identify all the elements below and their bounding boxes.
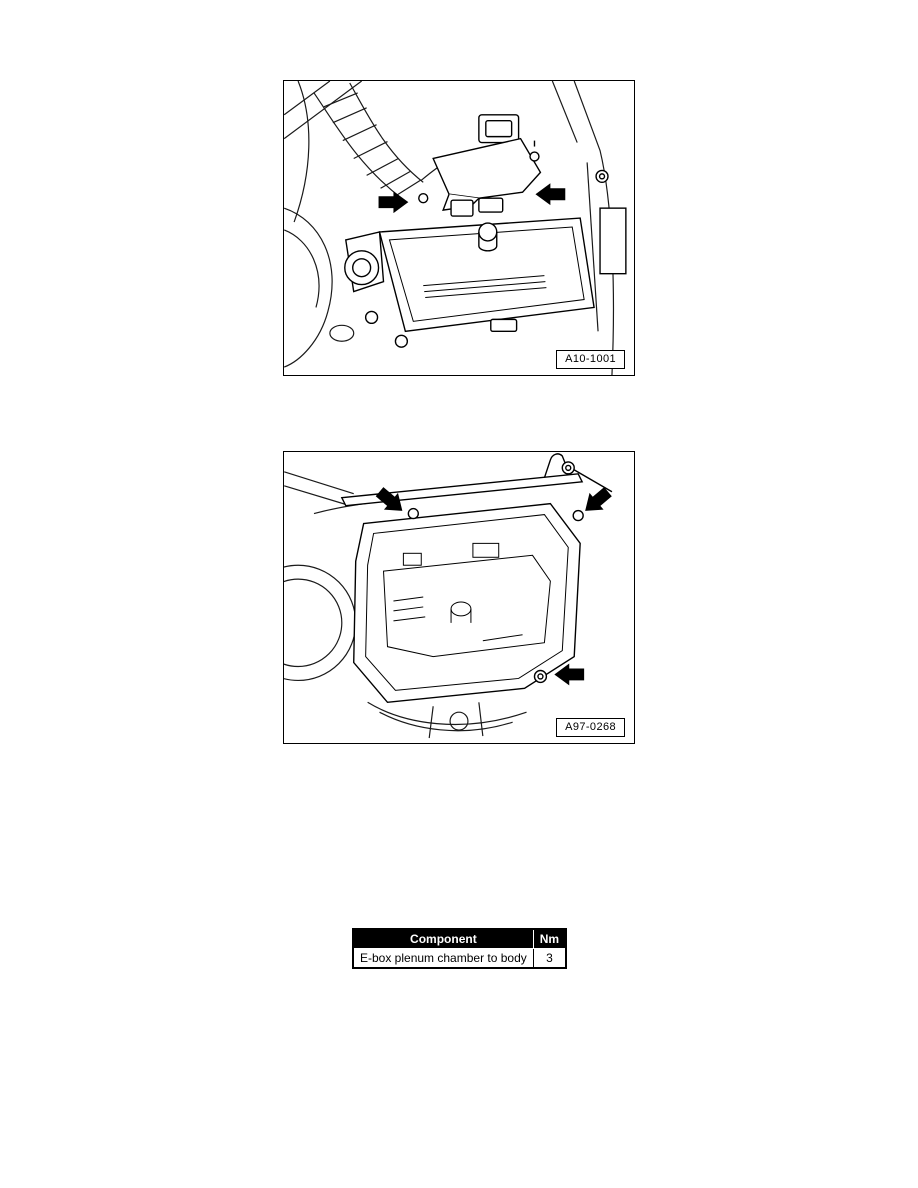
figure-2-drawing — [284, 453, 613, 739]
grommets-and-bolts — [344, 222, 518, 348]
mounting-bolts — [407, 507, 584, 684]
figure-1-drawing — [284, 81, 627, 375]
connector-bracket — [432, 137, 542, 217]
torque-table-header-component: Component — [352, 928, 534, 949]
cover-vent-slots — [423, 275, 547, 299]
fastener-arrow-bottom-right — [554, 663, 585, 686]
table-row: E-box plenum chamber to body 3 — [352, 948, 567, 969]
control-module-cover — [344, 217, 595, 333]
engine-components-below — [367, 701, 527, 739]
air-duct — [284, 207, 355, 368]
figure-ebox-plenum-chamber: A97-0268 — [283, 451, 635, 744]
torque-table-header-row: Component Nm — [352, 928, 567, 949]
right-fender-bracket — [595, 169, 627, 275]
fastener-arrow-left — [378, 191, 409, 214]
wiper-linkage-rod — [340, 453, 613, 507]
torque-value-cell: 3 — [532, 948, 567, 969]
torque-table-header-nm: Nm — [532, 928, 567, 949]
fastener-arrow-top-left — [375, 487, 403, 511]
fastener-arrow-right — [535, 183, 566, 206]
torque-component-cell: E-box plenum chamber to body — [352, 948, 534, 969]
bracket-screws — [418, 140, 540, 204]
torque-table: Component Nm E-box plenum chamber to bod… — [352, 928, 568, 969]
figure-engine-compartment-connector: A10-1001 — [283, 80, 635, 376]
electrical-connector — [478, 114, 520, 144]
corrugated-harness-sleeve — [313, 82, 424, 199]
ebox-interior-detail — [382, 542, 551, 658]
fastener-arrow-top-right — [585, 487, 612, 511]
figure-2-label: A97-0268 — [556, 718, 625, 737]
figure-1-label: A10-1001 — [556, 350, 625, 369]
